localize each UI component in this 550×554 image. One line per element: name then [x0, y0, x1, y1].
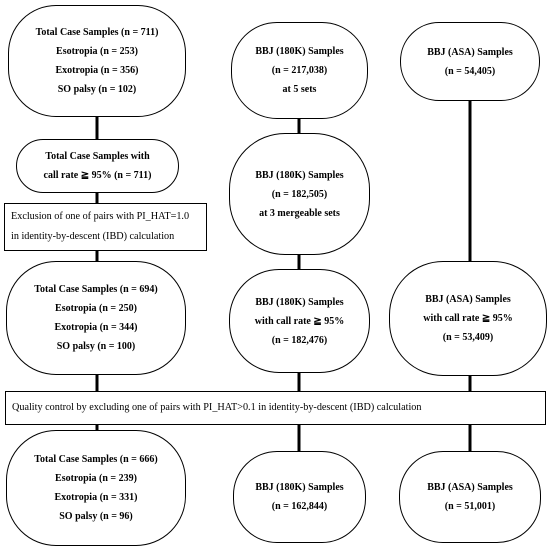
bbj180k-mergeable-line-1: BBJ (180K) Samples — [255, 169, 344, 181]
bbj180k-call-rate-node: BBJ (180K) Samples with call rate ≧ 95% … — [229, 269, 370, 373]
bbj180k-call-rate-line-2: with call rate ≧ 95% — [254, 315, 345, 327]
quality-control-line-1: Quality control by excluding one of pair… — [12, 402, 422, 414]
case-final-line-1: Total Case Samples (n = 666) — [34, 454, 158, 465]
case-call-rate-line-2: call rate ≧ 95% (n = 711) — [43, 170, 152, 181]
bbj180k-call-rate-line-1: BBJ (180K) Samples — [255, 296, 344, 308]
case-call-rate-node: Total Case Samples with call rate ≧ 95% … — [16, 139, 179, 193]
bbj180k-initial-line-1: BBJ (180K) Samples — [255, 46, 344, 57]
case-call-rate-line-1: Total Case Samples with — [45, 151, 150, 162]
bbjasa-final-line-1: BBJ (ASA) Samples — [427, 482, 513, 493]
case-final-line-3: Exotropia (n = 331) — [54, 492, 138, 503]
bbj180k-call-rate-line-3: (n = 182,476) — [271, 334, 328, 346]
bbj180k-final-node: BBJ (180K) Samples (n = 162,844) — [233, 451, 366, 543]
bbjasa-call-rate-line-1: BBJ (ASA) Samples — [425, 294, 511, 305]
bbjasa-initial-line-1: BBJ (ASA) Samples — [427, 46, 513, 58]
case-final-node: Total Case Samples (n = 666) Esotropia (… — [6, 430, 186, 546]
bbjasa-call-rate-line-2: with call rate ≧ 95% — [423, 313, 513, 324]
bbjasa-call-rate-line-3: (n = 53,409) — [442, 332, 494, 343]
ibd-exclusion-line-1: Exclusion of one of pairs with PI_HAT=1.… — [11, 211, 190, 223]
bbj180k-initial-line-2: (n = 217,038) — [271, 65, 328, 76]
bbjasa-call-rate-node: BBJ (ASA) Samples with call rate ≧ 95% (… — [389, 261, 547, 376]
case-after-ibd-node: Total Case Samples (n = 694) Esotropia (… — [6, 261, 186, 375]
case-initial-line-1: Total Case Samples (n = 711) — [35, 27, 159, 38]
bbj180k-mergeable-node: BBJ (180K) Samples (n = 182,505) at 3 me… — [229, 133, 370, 255]
bbjasa-final-line-2: (n = 51,001) — [444, 501, 496, 512]
case-after-ibd-line-2: Esotropia (n = 250) — [55, 303, 137, 314]
bbjasa-final-node: BBJ (ASA) Samples (n = 51,001) — [399, 451, 541, 543]
bbjasa-initial-node: BBJ (ASA) Samples (n = 54,405) — [400, 22, 540, 101]
bbj180k-final-line-1: BBJ (180K) Samples — [255, 482, 344, 493]
case-initial-line-3: Exotropia (n = 356) — [55, 65, 139, 76]
case-final-line-4: SO palsy (n = 96) — [59, 511, 133, 522]
bbj180k-mergeable-line-2: (n = 182,505) — [271, 188, 328, 200]
case-after-ibd-line-3: Exotropia (n = 344) — [54, 322, 138, 333]
case-after-ibd-line-4: SO palsy (n = 100) — [56, 341, 136, 352]
case-initial-node: Total Case Samples (n = 711) Esotropia (… — [8, 5, 186, 117]
case-after-ibd-line-1: Total Case Samples (n = 694) — [34, 284, 158, 295]
bbj180k-initial-node: BBJ (180K) Samples (n = 217,038) at 5 se… — [231, 22, 368, 119]
bbj180k-initial-line-3: at 5 sets — [282, 84, 317, 95]
ibd-exclusion-box: Exclusion of one of pairs with PI_HAT=1.… — [4, 203, 207, 251]
quality-control-box: Quality control by excluding one of pair… — [5, 391, 546, 425]
ibd-exclusion-line-2: in identity-by-descent (IBD) calculation — [11, 231, 175, 242]
case-final-line-2: Esotropia (n = 239) — [55, 473, 137, 484]
bbj180k-mergeable-line-3: at 3 mergeable sets — [259, 207, 340, 219]
bbjasa-initial-line-2: (n = 54,405) — [444, 65, 496, 77]
bbj180k-final-line-2: (n = 162,844) — [271, 501, 328, 512]
case-initial-line-2: Esotropia (n = 253) — [56, 46, 138, 57]
case-initial-line-4: SO palsy (n = 102) — [57, 84, 137, 95]
